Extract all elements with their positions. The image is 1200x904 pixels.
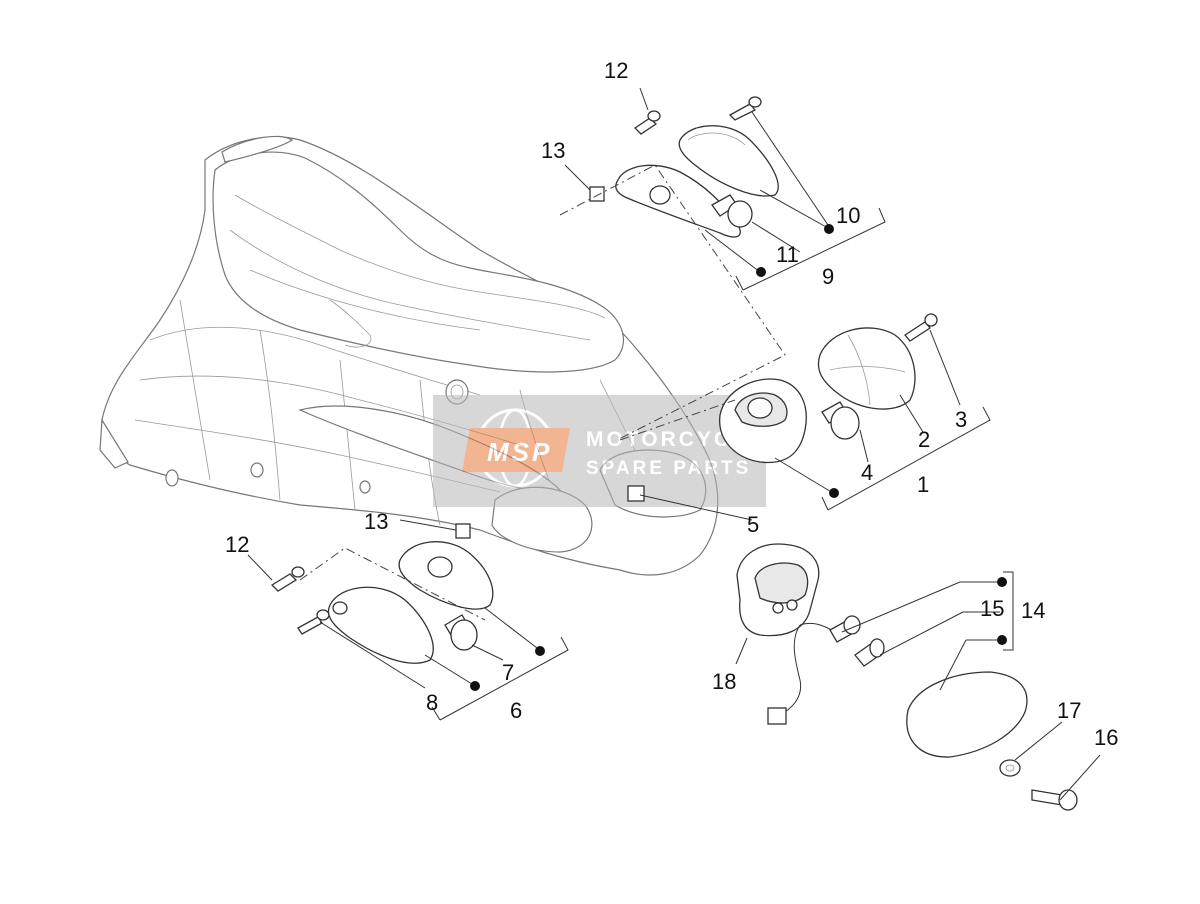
screw-icon xyxy=(633,110,661,135)
license-light-assembly xyxy=(735,543,1101,811)
label-15: 15 xyxy=(980,596,1004,621)
bulb-icon xyxy=(711,194,753,228)
label-16: 16 xyxy=(1094,725,1118,750)
label-12-top: 12 xyxy=(604,58,628,83)
top-indicator-assembly xyxy=(559,87,886,441)
clip-nut-top xyxy=(589,186,605,202)
label-3: 3 xyxy=(955,407,967,432)
indicator-lens-top xyxy=(678,125,779,197)
label-17: 17 xyxy=(1057,698,1081,723)
indicator-lens-right xyxy=(817,327,916,410)
label-6: 6 xyxy=(510,698,522,723)
label-13-left: 13 xyxy=(364,509,388,534)
label-2: 2 xyxy=(918,427,930,452)
label-7: 7 xyxy=(502,660,514,685)
indicator-base-top xyxy=(615,164,741,238)
part-number-labels: 12 13 10 11 9 3 2 4 1 5 13 12 15 14 7 18… xyxy=(225,58,1118,750)
washer xyxy=(999,759,1021,777)
label-14: 14 xyxy=(1021,598,1045,623)
screw-icon xyxy=(270,566,305,592)
indicator-lens-left xyxy=(327,586,434,664)
label-1: 1 xyxy=(917,472,929,497)
left-indicator-assembly xyxy=(247,519,569,721)
watermark-line-2: SPARE PARTS xyxy=(586,458,751,479)
label-13-top: 13 xyxy=(541,138,565,163)
bulb-icon xyxy=(821,401,860,440)
bulb-icon xyxy=(854,638,885,667)
label-5: 5 xyxy=(747,512,759,537)
label-11: 11 xyxy=(776,242,799,267)
right-indicator-assembly xyxy=(619,313,991,521)
bulb-icon xyxy=(829,615,861,643)
screw-icon xyxy=(904,313,938,342)
front-shield-body xyxy=(99,135,719,576)
clip-nut-right xyxy=(627,485,645,502)
screw-icon xyxy=(297,609,330,635)
label-9: 9 xyxy=(822,264,834,289)
msp-watermark: MSP MOTORCYCLE SPARE PARTS xyxy=(433,395,766,507)
label-18: 18 xyxy=(712,669,736,694)
clip-nut-left xyxy=(455,523,471,539)
screw-icon xyxy=(1031,789,1078,811)
license-light-lens xyxy=(906,671,1028,758)
label-4: 4 xyxy=(861,460,873,485)
msp-logo-text: MSP xyxy=(487,437,552,467)
label-12-left: 12 xyxy=(225,532,249,557)
wire-connector xyxy=(767,707,787,725)
label-10: 10 xyxy=(836,203,860,228)
msp-logo-badge: MSP xyxy=(462,428,570,472)
label-8: 8 xyxy=(426,690,438,715)
bulb-icon xyxy=(444,614,478,651)
watermark-line-1: MOTORCYCLE xyxy=(586,428,765,451)
screw-icon xyxy=(728,96,762,121)
